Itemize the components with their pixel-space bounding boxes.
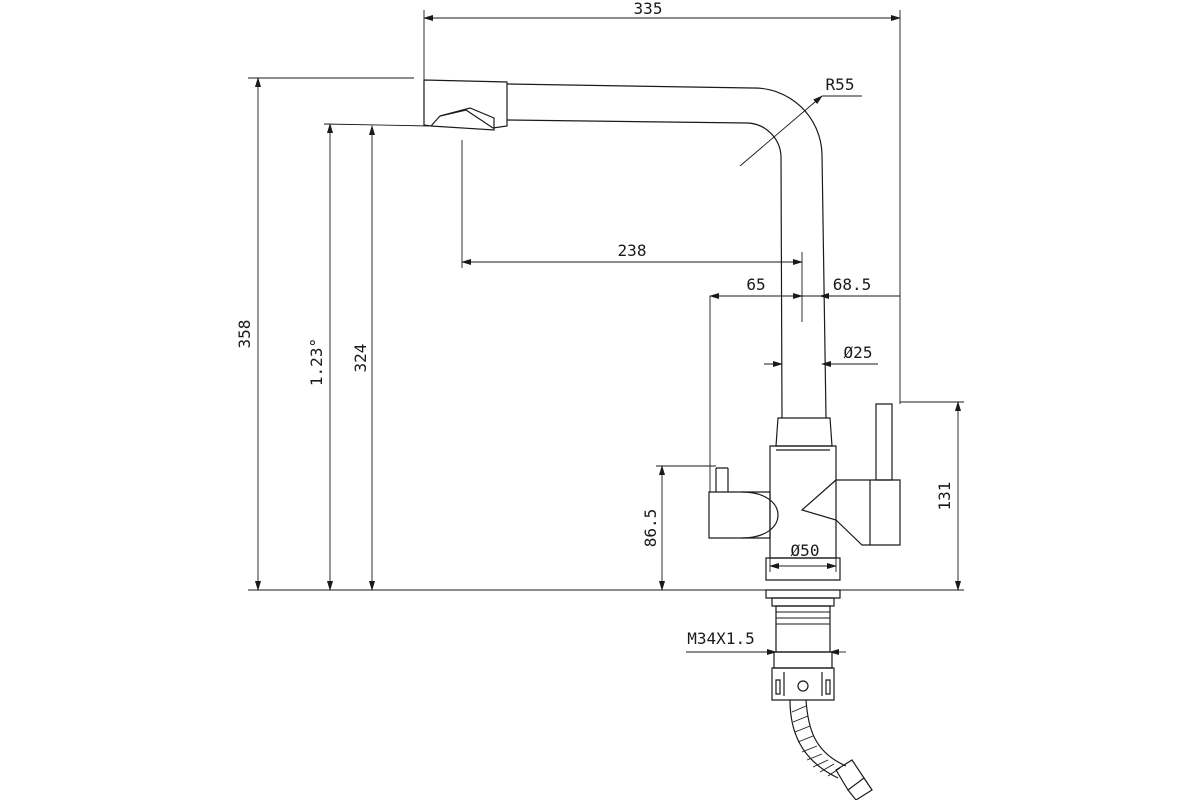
dim-right-handle-height: 131 xyxy=(935,482,954,511)
dim-overall-width: 335 xyxy=(634,0,663,18)
faucet-outline xyxy=(423,79,901,800)
dim-spout-angle: 1.23° xyxy=(307,338,326,386)
dim-overall-height: 358 xyxy=(235,320,254,349)
dimension-labels: 335 R55 238 65 68.5 Ø25 358 1.23° 324 86… xyxy=(235,0,954,648)
dim-spout-diameter: Ø25 xyxy=(844,343,873,362)
dim-outlet-height: 324 xyxy=(351,344,370,373)
dim-left-handle-height: 86.5 xyxy=(641,509,660,548)
dim-reach: 238 xyxy=(618,241,647,260)
dim-thread: M34X1.5 xyxy=(687,629,754,648)
dim-bend-radius: R55 xyxy=(826,75,855,94)
dim-offset-left: 65 xyxy=(746,275,765,294)
dim-offset-right: 68.5 xyxy=(833,275,872,294)
dimension-lines xyxy=(248,10,964,655)
dim-body-diameter: Ø50 xyxy=(791,541,820,560)
